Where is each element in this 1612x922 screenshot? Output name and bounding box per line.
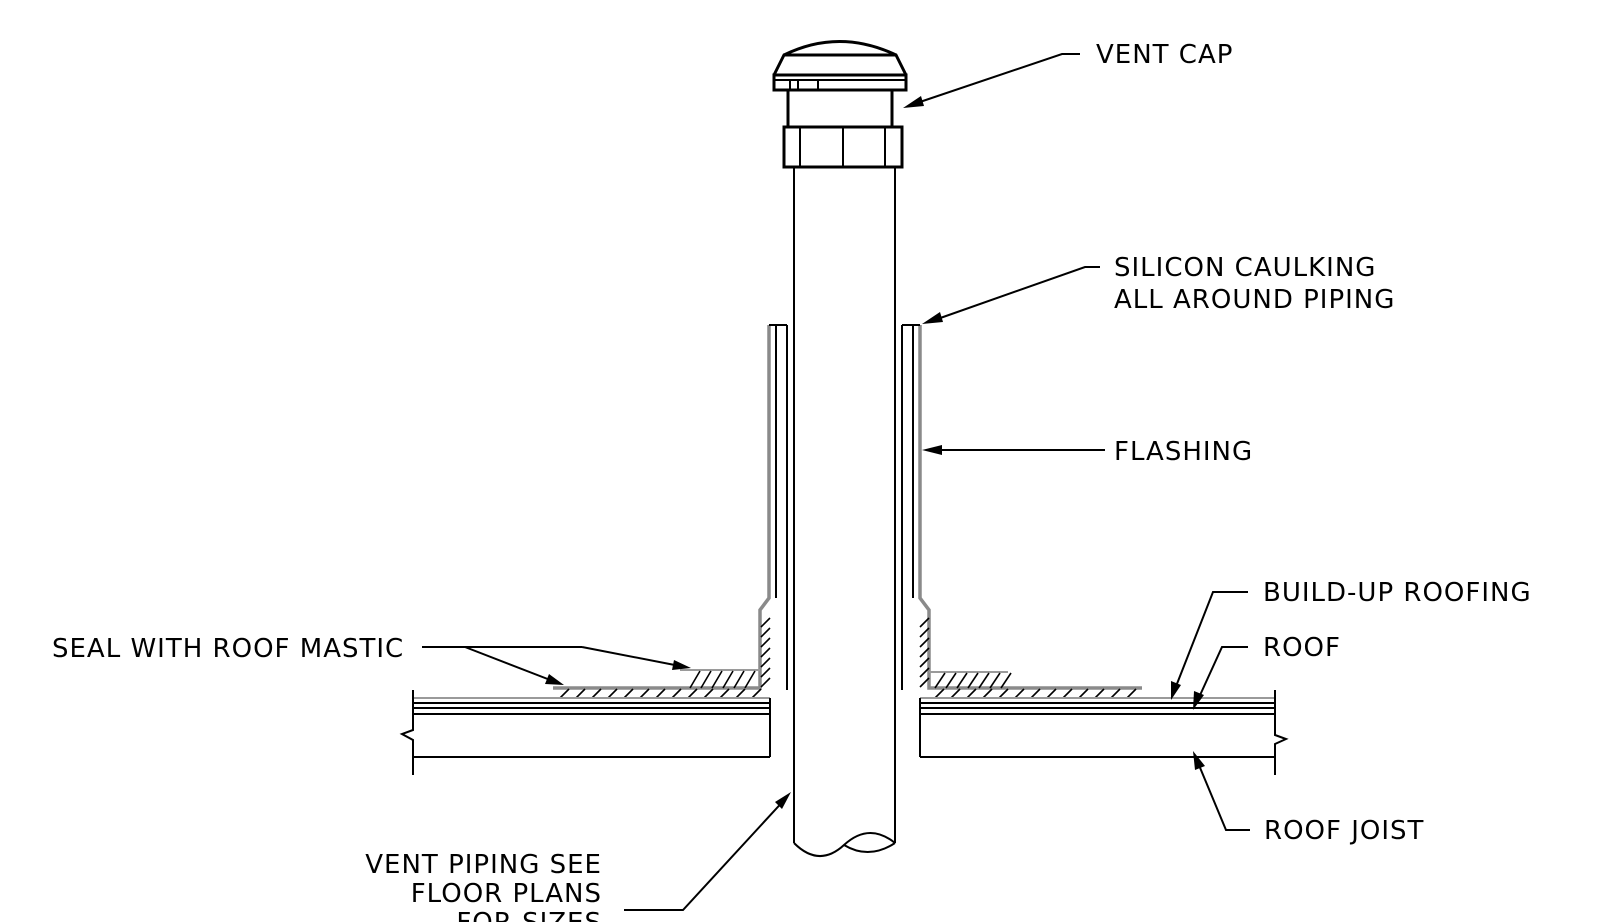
labels: VENT CAP SILICON CAULKING ALL AROUND PIP… bbox=[52, 40, 1532, 922]
hatch-line bbox=[1014, 688, 1025, 699]
hatch-line bbox=[719, 688, 730, 699]
hatch-line bbox=[711, 670, 723, 689]
hatch-line bbox=[945, 672, 957, 689]
hatch-line bbox=[1000, 672, 1012, 689]
leaders bbox=[422, 53, 1250, 911]
hatch-line bbox=[919, 637, 930, 648]
hatch-line bbox=[1094, 688, 1105, 699]
hatch-line bbox=[919, 627, 930, 638]
hatch-line bbox=[989, 672, 1001, 689]
hatch-line bbox=[967, 672, 979, 689]
hatch-line bbox=[733, 670, 745, 689]
hatch-line bbox=[1126, 688, 1137, 699]
hatch-line bbox=[700, 670, 712, 689]
hatch-line bbox=[591, 688, 602, 699]
hatch-line bbox=[1046, 688, 1057, 699]
label-roof: ROOF bbox=[1263, 633, 1341, 663]
label-piping-line3: FOR SIZES bbox=[456, 908, 602, 922]
roof-mastic-hatch bbox=[559, 617, 1137, 699]
label-piping-line2: FLOOR PLANS bbox=[411, 879, 602, 909]
hatch-line bbox=[998, 688, 1009, 699]
label-caulking-line1: SILICON CAULKING bbox=[1114, 253, 1376, 283]
hatch-line bbox=[760, 617, 771, 628]
hatch-line bbox=[934, 672, 946, 689]
hatch-line bbox=[639, 688, 650, 699]
hatch-line bbox=[1078, 688, 1089, 699]
sleeve-lines bbox=[769, 324, 920, 690]
roof-deck bbox=[399, 690, 1289, 775]
hatch-line bbox=[919, 677, 930, 688]
label-piping-line1: VENT PIPING SEE bbox=[365, 850, 602, 880]
vent-cap bbox=[772, 40, 908, 169]
hatch-line bbox=[919, 667, 930, 678]
hatch-line bbox=[950, 688, 961, 699]
hatch-line bbox=[735, 688, 746, 699]
hatch-line bbox=[760, 627, 771, 638]
hatch-line bbox=[575, 688, 586, 699]
hatch-line bbox=[559, 688, 570, 699]
hatch-line bbox=[760, 647, 771, 658]
hatch-line bbox=[655, 688, 666, 699]
hatch-line bbox=[966, 688, 977, 699]
hatch-line bbox=[1110, 688, 1121, 699]
label-caulking-line2: ALL AROUND PIPING bbox=[1114, 285, 1395, 315]
hatch-line bbox=[934, 688, 945, 699]
hatch-line bbox=[1030, 688, 1041, 699]
label-buildup-roofing: BUILD-UP ROOFING bbox=[1263, 578, 1532, 608]
hatch-line bbox=[978, 672, 990, 689]
hatch-line bbox=[671, 688, 682, 699]
hatch-line bbox=[760, 657, 771, 668]
hatch-line bbox=[687, 688, 698, 699]
hatch-line bbox=[760, 637, 771, 648]
hatch-line bbox=[919, 657, 930, 668]
hatch-line bbox=[760, 667, 771, 678]
label-roof-joist: ROOF JOIST bbox=[1264, 816, 1424, 846]
label-seal: SEAL WITH ROOF MASTIC bbox=[52, 634, 404, 664]
label-flashing: FLASHING bbox=[1114, 437, 1253, 467]
label-vent-cap: VENT CAP bbox=[1096, 40, 1233, 70]
hatch-line bbox=[751, 688, 762, 699]
vent-pipe bbox=[793, 167, 896, 857]
hatch-line bbox=[982, 688, 993, 699]
hatch-line bbox=[919, 617, 930, 628]
hatch-line bbox=[703, 688, 714, 699]
hatch-line bbox=[744, 670, 756, 689]
flashing bbox=[553, 325, 1142, 690]
hatch-line bbox=[956, 672, 968, 689]
hatch-line bbox=[689, 670, 701, 689]
hatch-line bbox=[722, 670, 734, 689]
hatch-line bbox=[919, 647, 930, 658]
hatch-line bbox=[1062, 688, 1073, 699]
hatch-line bbox=[607, 688, 618, 699]
hatch-line bbox=[760, 677, 771, 688]
hatch-line bbox=[623, 688, 634, 699]
